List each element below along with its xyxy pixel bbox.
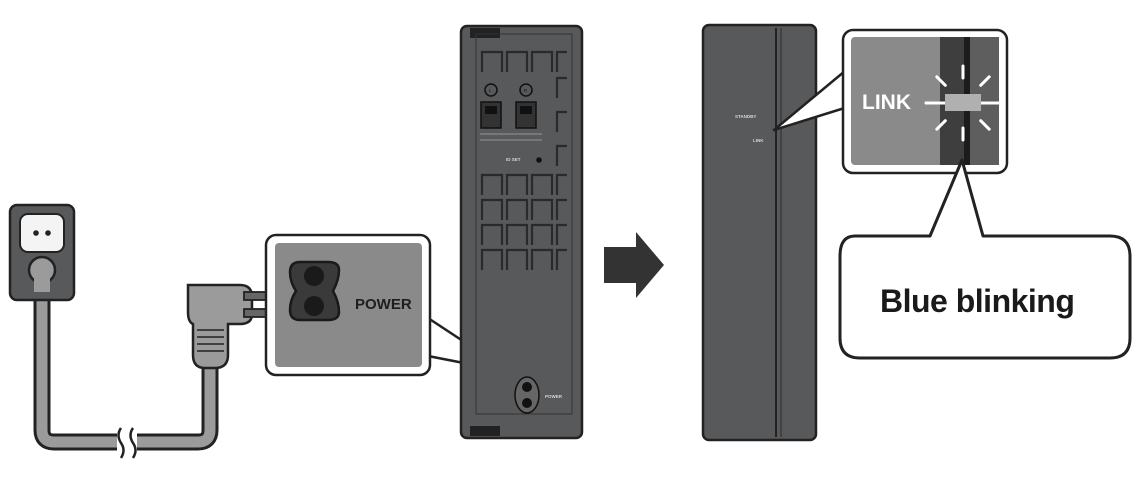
blink-ray bbox=[979, 119, 991, 131]
link-zoom-panel: LINK bbox=[841, 28, 1009, 175]
vent-slot bbox=[505, 223, 529, 245]
blue-blinking-callout: Blue blinking bbox=[838, 158, 1132, 360]
power-zoom-panel: POWER bbox=[264, 233, 432, 377]
standby-label: STANDBY bbox=[735, 114, 756, 119]
vent-slot bbox=[480, 173, 504, 195]
vent-slot bbox=[555, 223, 567, 245]
vent-slot bbox=[505, 248, 529, 270]
vent-slot bbox=[555, 50, 567, 72]
blink-ray bbox=[935, 119, 947, 131]
blink-ray bbox=[935, 75, 947, 87]
port-right-label: R bbox=[524, 88, 528, 93]
wall-outlet-icon bbox=[8, 203, 76, 302]
vent-slot bbox=[555, 76, 567, 98]
subwoofer-back: L R ID SET POWER bbox=[459, 24, 584, 440]
power-cable bbox=[33, 281, 219, 459]
vent-slot bbox=[505, 198, 529, 220]
vent-slot bbox=[480, 50, 504, 72]
vent-slot bbox=[480, 248, 504, 270]
power-port-label: POWER bbox=[545, 394, 563, 399]
port-left-label: L bbox=[489, 88, 492, 93]
link-indicator-label: LINK bbox=[753, 138, 764, 143]
vent-slot bbox=[505, 173, 529, 195]
power-plug-icon bbox=[186, 283, 267, 370]
vent-grid bbox=[480, 50, 567, 270]
blink-ray bbox=[979, 75, 991, 87]
vent-slot bbox=[555, 198, 567, 220]
subwoofer-front: STANDBY LINK bbox=[701, 23, 818, 442]
vent-slot bbox=[555, 110, 567, 132]
vent-slot bbox=[530, 248, 554, 270]
link-zoom-leader bbox=[772, 65, 852, 132]
vent-slot bbox=[555, 248, 567, 270]
callout-text: Blue blinking bbox=[880, 283, 1074, 319]
vent-slot bbox=[480, 198, 504, 220]
vent-slot bbox=[555, 173, 567, 195]
vent-slot bbox=[505, 50, 529, 72]
vent-slot bbox=[530, 198, 554, 220]
vent-slot bbox=[530, 173, 554, 195]
vent-slot bbox=[480, 223, 504, 245]
right-arrow-icon bbox=[604, 232, 664, 298]
id-set-label: ID SET bbox=[506, 157, 521, 162]
power-zoom-label: POWER bbox=[355, 296, 412, 313]
vent-slot bbox=[530, 50, 554, 72]
vent-slot bbox=[530, 223, 554, 245]
link-zoom-label: LINK bbox=[862, 91, 911, 114]
vent-slot bbox=[555, 144, 567, 166]
blink-rays-icon bbox=[924, 64, 1002, 142]
